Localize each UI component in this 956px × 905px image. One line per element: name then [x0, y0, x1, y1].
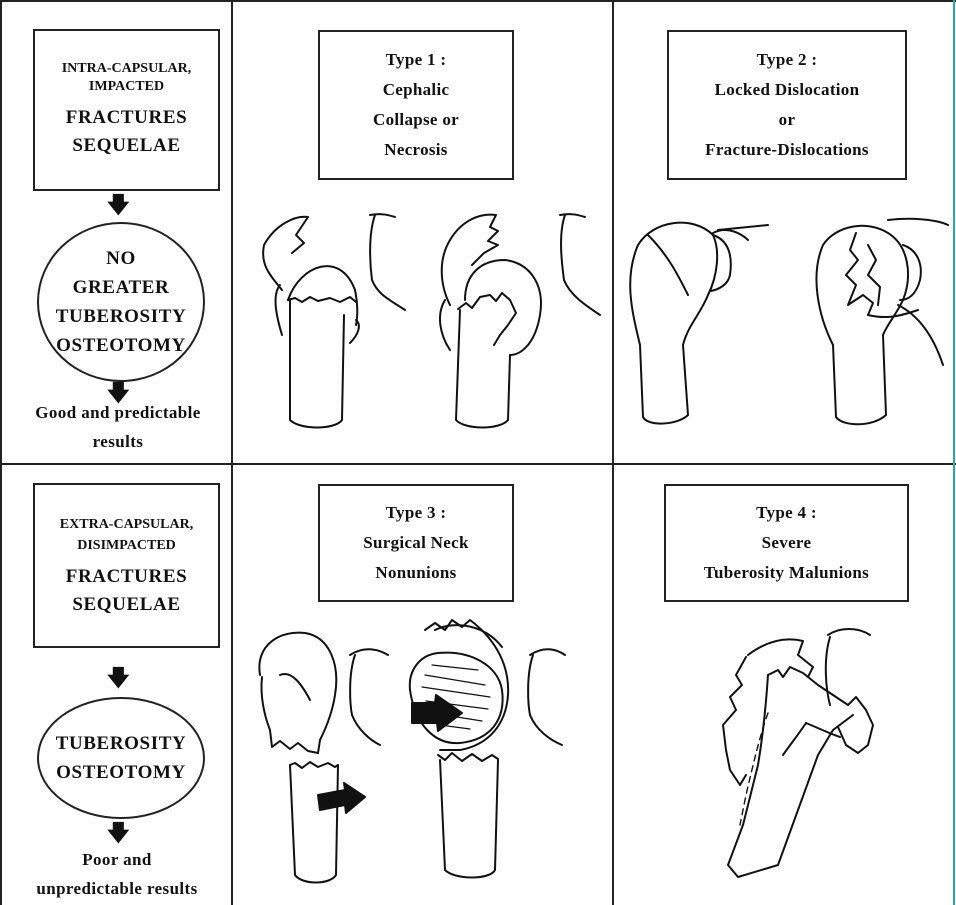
poor-results-text: Poor and unpredictable results: [4, 845, 230, 903]
intra-capsular-header-line-1: INTRA-CAPSULAR,: [62, 60, 192, 78]
outer-border-top: [0, 0, 956, 2]
no-osteotomy-line-2: GREATER: [73, 273, 170, 302]
no-osteotomy-line-3: TUBEROSITY: [56, 302, 187, 331]
poor-results-line-1: Poor and: [4, 845, 230, 874]
no-osteotomy-ellipse: NO GREATER TUBEROSITY OSTEOTOMY: [37, 222, 205, 382]
type-4-box: Type 4 : Severe Tuberosity Malunions: [664, 484, 909, 602]
type-1-box: Type 1 : Cephalic Collapse or Necrosis: [318, 30, 514, 180]
type-2-line-3: or: [779, 105, 796, 135]
down-arrow-icon: 🡇: [107, 667, 127, 689]
type-2-line-1: Type 2 :: [757, 45, 818, 75]
type-4-line-1: Type 4 :: [756, 498, 817, 528]
type-3-box: Type 3 : Surgical Neck Nonunions: [318, 484, 514, 602]
type-2-locked-dislocation-illustration: [618, 205, 953, 440]
extra-capsular-title-line-1: FRACTURES: [66, 563, 188, 591]
extra-capsular-box: EXTRA-CAPSULAR, DISIMPACTED FRACTURES SE…: [33, 483, 220, 648]
type-1-line-1: Type 1 :: [386, 45, 447, 75]
good-results-line-1: Good and predictable: [8, 398, 228, 427]
column-divider-1: [231, 0, 233, 905]
intra-capsular-title-line-1: FRACTURES: [66, 104, 188, 132]
type-1-line-3: Collapse or: [373, 105, 459, 135]
type-4-tuberosity-malunion-illustration: [618, 615, 953, 895]
intra-capsular-header-line-2: IMPACTED: [89, 78, 164, 96]
extra-capsular-header-line-1: EXTRA-CAPSULAR,: [60, 513, 193, 537]
no-osteotomy-line-4: OSTEOTOMY: [56, 331, 186, 360]
row-divider: [0, 463, 956, 465]
tuberosity-osteotomy-line-1: TUBEROSITY: [56, 729, 187, 758]
extra-capsular-title-line-2: SEQUELAE: [72, 591, 180, 619]
type-1-humerus-collapse-illustration: [240, 205, 610, 440]
tuberosity-osteotomy-ellipse: TUBEROSITY OSTEOTOMY: [37, 697, 205, 819]
type-3-line-3: Nonunions: [375, 558, 456, 588]
type-2-line-2: Locked Dislocation: [715, 75, 860, 105]
type-3-line-1: Type 3 :: [386, 498, 447, 528]
poor-results-line-2: unpredictable results: [4, 874, 230, 903]
down-arrow-icon: 🡇: [107, 822, 127, 844]
down-arrow-icon: 🡇: [107, 194, 127, 216]
type-3-surgical-neck-nonunion-illustration: [240, 615, 610, 890]
right-edge-accent: [953, 0, 955, 905]
type-2-line-4: Fracture-Dislocations: [705, 135, 869, 165]
type-4-line-3: Tuberosity Malunions: [704, 558, 869, 588]
type-1-line-4: Necrosis: [384, 135, 447, 165]
good-results-line-2: results: [8, 427, 228, 456]
type-1-line-2: Cephalic: [383, 75, 450, 105]
type-4-line-2: Severe: [762, 528, 812, 558]
intra-capsular-box: INTRA-CAPSULAR, IMPACTED FRACTURES SEQUE…: [33, 29, 220, 191]
intra-capsular-title-line-2: SEQUELAE: [72, 132, 180, 160]
type-2-box: Type 2 : Locked Dislocation or Fracture-…: [667, 30, 907, 180]
tuberosity-osteotomy-line-2: OSTEOTOMY: [56, 758, 186, 787]
right-arrow-icon: [412, 695, 462, 731]
good-results-text: Good and predictable results: [8, 398, 228, 456]
column-divider-2: [612, 0, 614, 905]
type-3-line-2: Surgical Neck: [363, 528, 468, 558]
no-osteotomy-line-1: NO: [106, 244, 136, 273]
extra-capsular-header-line-2: DISIMPACTED: [77, 537, 176, 555]
outer-border-left: [0, 0, 2, 905]
right-arrow-icon: [318, 783, 365, 813]
